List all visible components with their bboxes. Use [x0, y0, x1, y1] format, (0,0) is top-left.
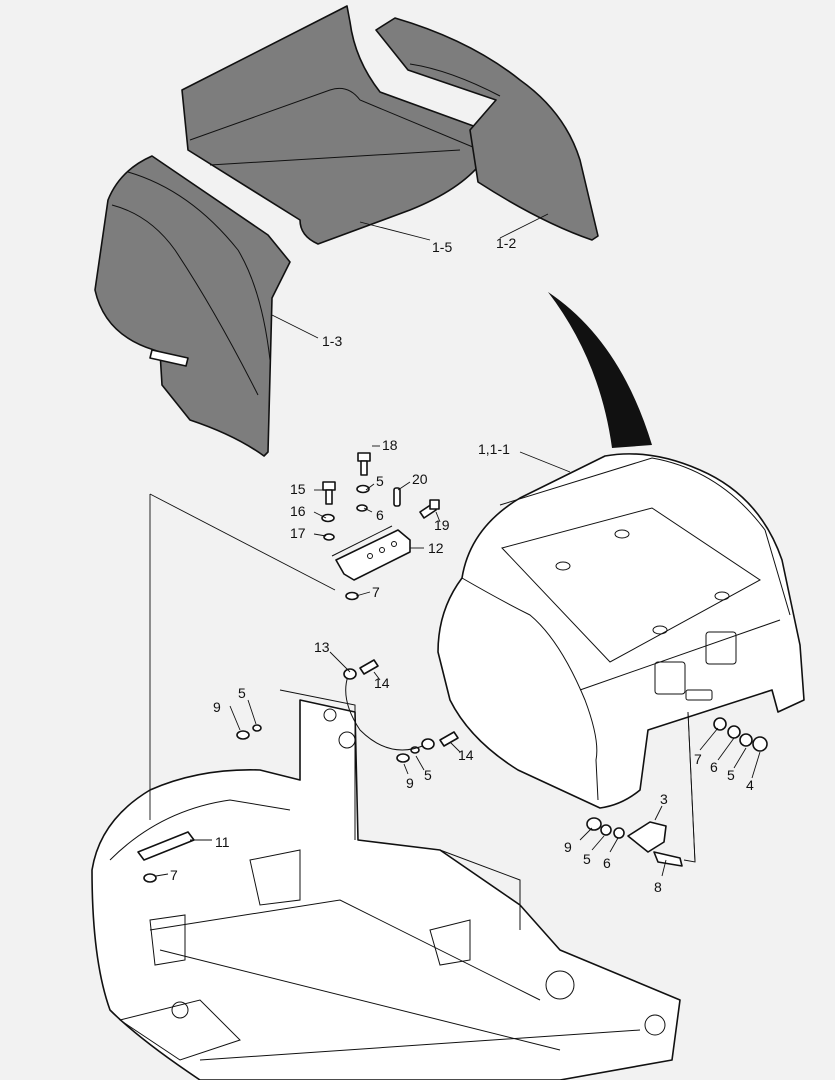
callout-14-upper: 14	[374, 675, 390, 691]
callout-5-right: 5	[727, 767, 735, 783]
callout-9-left: 9	[213, 699, 221, 715]
callout-19: 19	[434, 517, 450, 533]
callout-7-bottom: 7	[170, 867, 178, 883]
callout-1-1-1: 1,1-1	[478, 441, 510, 457]
callout-18: 18	[382, 437, 398, 453]
callout-17: 17	[290, 525, 306, 541]
callout-1-2: 1-2	[496, 235, 516, 251]
callout-7-right: 7	[694, 751, 702, 767]
callout-15: 15	[290, 481, 306, 497]
callout-8: 8	[654, 879, 662, 895]
callout-6-top: 6	[376, 507, 384, 523]
seat-pad-1-5	[181, 5, 491, 245]
ground-cable-13	[343, 659, 459, 751]
callout-5-left: 5	[238, 685, 246, 701]
callout-9-mid: 9	[406, 775, 414, 791]
callout-5-top: 5	[376, 473, 384, 489]
callout-6-bottom: 6	[603, 855, 611, 871]
callout-11: 11	[215, 834, 230, 850]
washers	[143, 484, 768, 883]
callout-13: 13	[314, 639, 330, 655]
callout-5-bottom: 5	[583, 851, 591, 867]
callout-1-3: 1-3	[322, 333, 342, 349]
bolt-15	[322, 481, 336, 505]
bolt-18	[357, 452, 371, 476]
bolt-19	[419, 499, 440, 519]
callout-1-5: 1-5	[432, 239, 452, 255]
callout-16: 16	[290, 503, 306, 519]
callout-5-mid: 5	[424, 767, 432, 783]
pin-20	[393, 487, 401, 507]
assembly-arrow	[548, 292, 652, 448]
callout-12: 12	[428, 540, 444, 556]
callout-20: 20	[412, 471, 428, 487]
callout-9-bottom: 9	[564, 839, 572, 855]
machine-frame	[91, 689, 681, 1080]
callout-4: 4	[746, 777, 754, 793]
bracket-3	[627, 821, 683, 867]
callout-14-lower: 14	[458, 747, 474, 763]
callout-7-top: 7	[372, 584, 380, 600]
callout-6-right: 6	[710, 759, 718, 775]
seat-body-1-1-1	[437, 453, 805, 809]
seat-pad-1-3	[94, 155, 291, 457]
hinge-bracket-12	[331, 525, 411, 581]
callout-3: 3	[660, 791, 668, 807]
seat-pad-1-2	[375, 17, 599, 241]
